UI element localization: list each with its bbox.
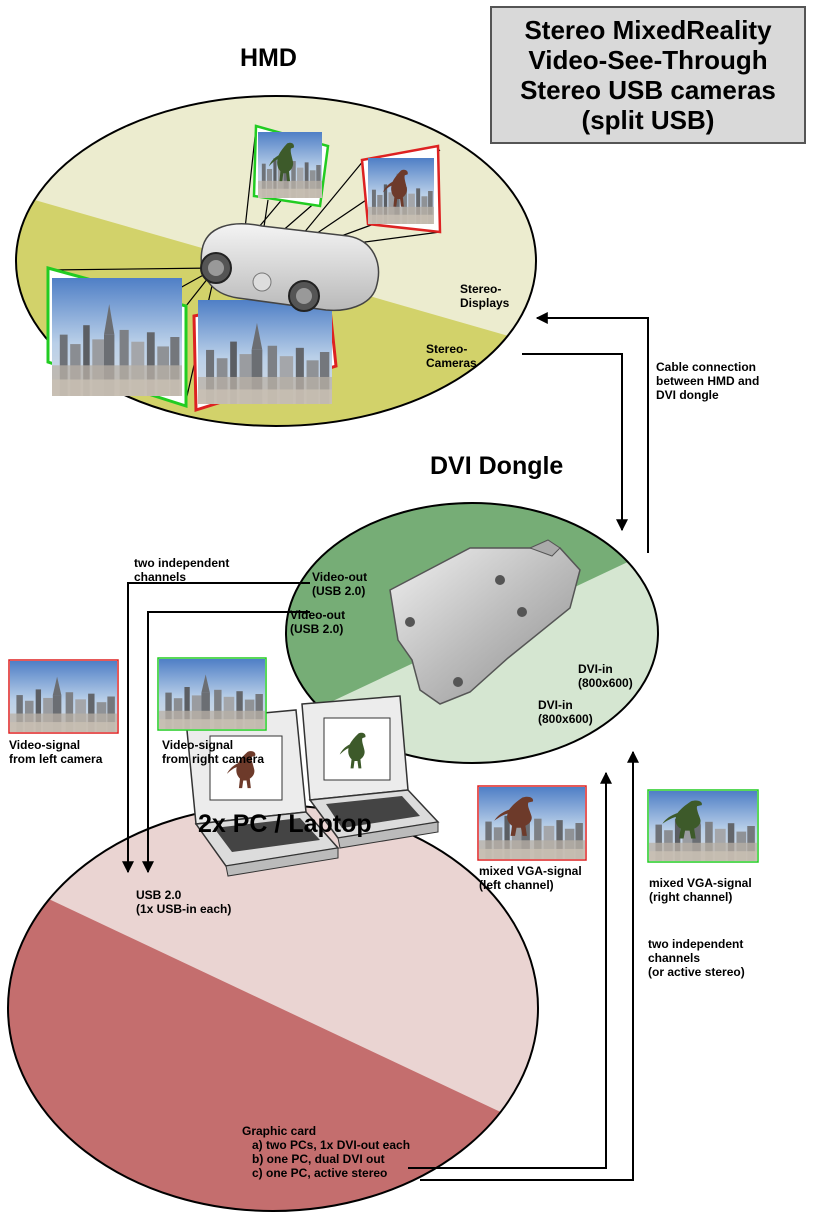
cable-connection-note: Cable connection between HMD and DVI don… xyxy=(656,360,760,402)
mixed-left-label: mixed VGA-signal (left channel) xyxy=(479,864,582,892)
pc-laptop-heading: 2x PC / Laptop xyxy=(198,810,372,838)
usb-label: USB 2.0 (1x USB-in each) xyxy=(136,888,232,916)
arrow-usb-right xyxy=(142,611,310,874)
title-box: Stereo MixedReality Video-See-Through St… xyxy=(490,6,806,144)
two-channels-top-label: two independent channels xyxy=(134,556,230,584)
dvi-dongle-device xyxy=(389,539,581,705)
display-left-image xyxy=(252,124,330,208)
pc-ellipse xyxy=(8,805,538,1211)
title-line-4: (split USB) xyxy=(581,105,715,135)
dvi-in-label-2: DVI-in (800x600) xyxy=(538,698,593,726)
title-line-3: Stereo USB cameras xyxy=(520,75,776,105)
dvi-in-label-1: DVI-in (800x600) xyxy=(578,662,633,690)
mixed-left-image xyxy=(477,785,587,861)
video-out-label-1: Video-out (USB 2.0) xyxy=(312,570,368,598)
arrow-dvi-in-2 xyxy=(420,750,639,1181)
video-signal-left-label: Video-signal from left camera xyxy=(9,738,103,766)
display-right-image xyxy=(360,144,442,234)
arrow-dongle-to-hmd xyxy=(535,312,649,553)
dvi-dongle-heading: DVI Dongle xyxy=(430,452,564,480)
mixed-right-image xyxy=(647,789,759,863)
hmd-camera-device xyxy=(200,223,380,312)
video-signal-left-image xyxy=(8,659,119,734)
video-signal-right-image xyxy=(157,657,267,731)
video-out-label-2: Video-out (USB 2.0) xyxy=(290,608,346,636)
arrow-dvi-in-1 xyxy=(408,771,612,1169)
stereo-displays-label: Stereo- Displays xyxy=(460,282,510,310)
camera-left-image xyxy=(46,266,188,409)
connection-arrows xyxy=(122,312,649,1181)
mixed-right-label: mixed VGA-signal (right channel) xyxy=(649,876,752,904)
stereo-cameras-label: Stereo- Cameras xyxy=(426,342,477,370)
arrow-hmd-to-dongle xyxy=(522,353,628,532)
laptop-left xyxy=(185,709,340,877)
video-signal-right-label: Video-signal from right camera xyxy=(162,738,265,766)
hmd-heading: HMD xyxy=(240,44,297,72)
graphic-card-label: Graphic card a) two PCs, 1x DVI-out each… xyxy=(242,1124,411,1180)
laptop-right xyxy=(301,695,440,849)
title-line-2: Video-See-Through xyxy=(528,45,768,75)
two-channels-bottom-label: two independent channels (or active ster… xyxy=(648,937,745,979)
arrow-usb-left xyxy=(122,582,310,874)
title-line-1: Stereo MixedReality xyxy=(524,15,772,45)
